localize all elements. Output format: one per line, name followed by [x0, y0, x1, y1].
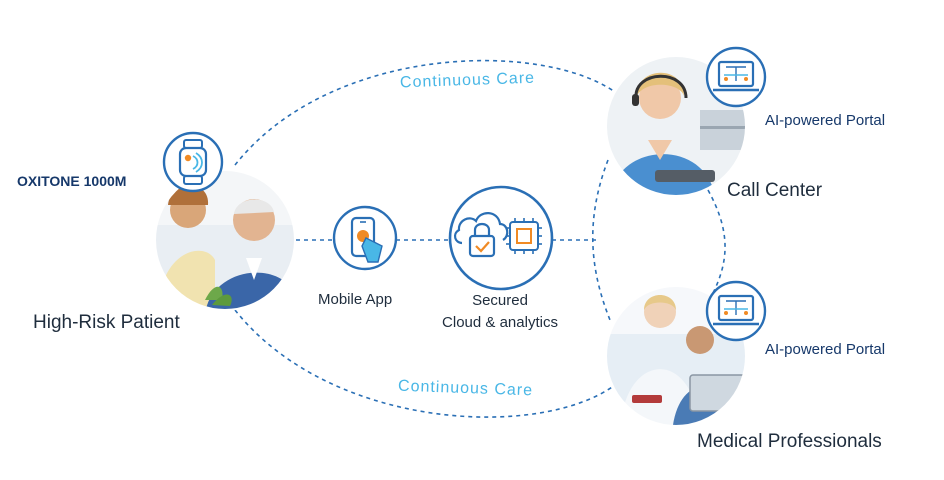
portal-label-bottom: AI-powered Portal [765, 341, 886, 358]
smartwatch-icon [162, 131, 224, 193]
laptop-dashboard-icon [705, 46, 767, 108]
call-center-label: Call Center [727, 180, 823, 201]
laptop-dashboard-icon [705, 280, 767, 342]
cloud-lock-icon [453, 212, 509, 258]
device-label: OXITONE 1000M [17, 173, 127, 189]
care-loop-top [234, 59, 616, 166]
care-loop-right-outer [707, 189, 726, 296]
portal-label-top: AI-powered Portal [765, 112, 886, 129]
processor-chip-icon [506, 218, 542, 254]
care-loop-right-inner [591, 159, 611, 321]
smartphone-tap-icon [332, 205, 398, 271]
cloud-label-line1: Secured [472, 292, 528, 309]
patient-label: High-Risk Patient [33, 312, 180, 333]
cloud-analytics-node [448, 185, 554, 291]
cloud-label-line2: Cloud & analytics [442, 314, 558, 331]
mobile-app-label: Mobile App [318, 291, 393, 308]
medical-professionals-label: Medical Professionals [697, 431, 882, 452]
patient-photo [154, 169, 296, 311]
